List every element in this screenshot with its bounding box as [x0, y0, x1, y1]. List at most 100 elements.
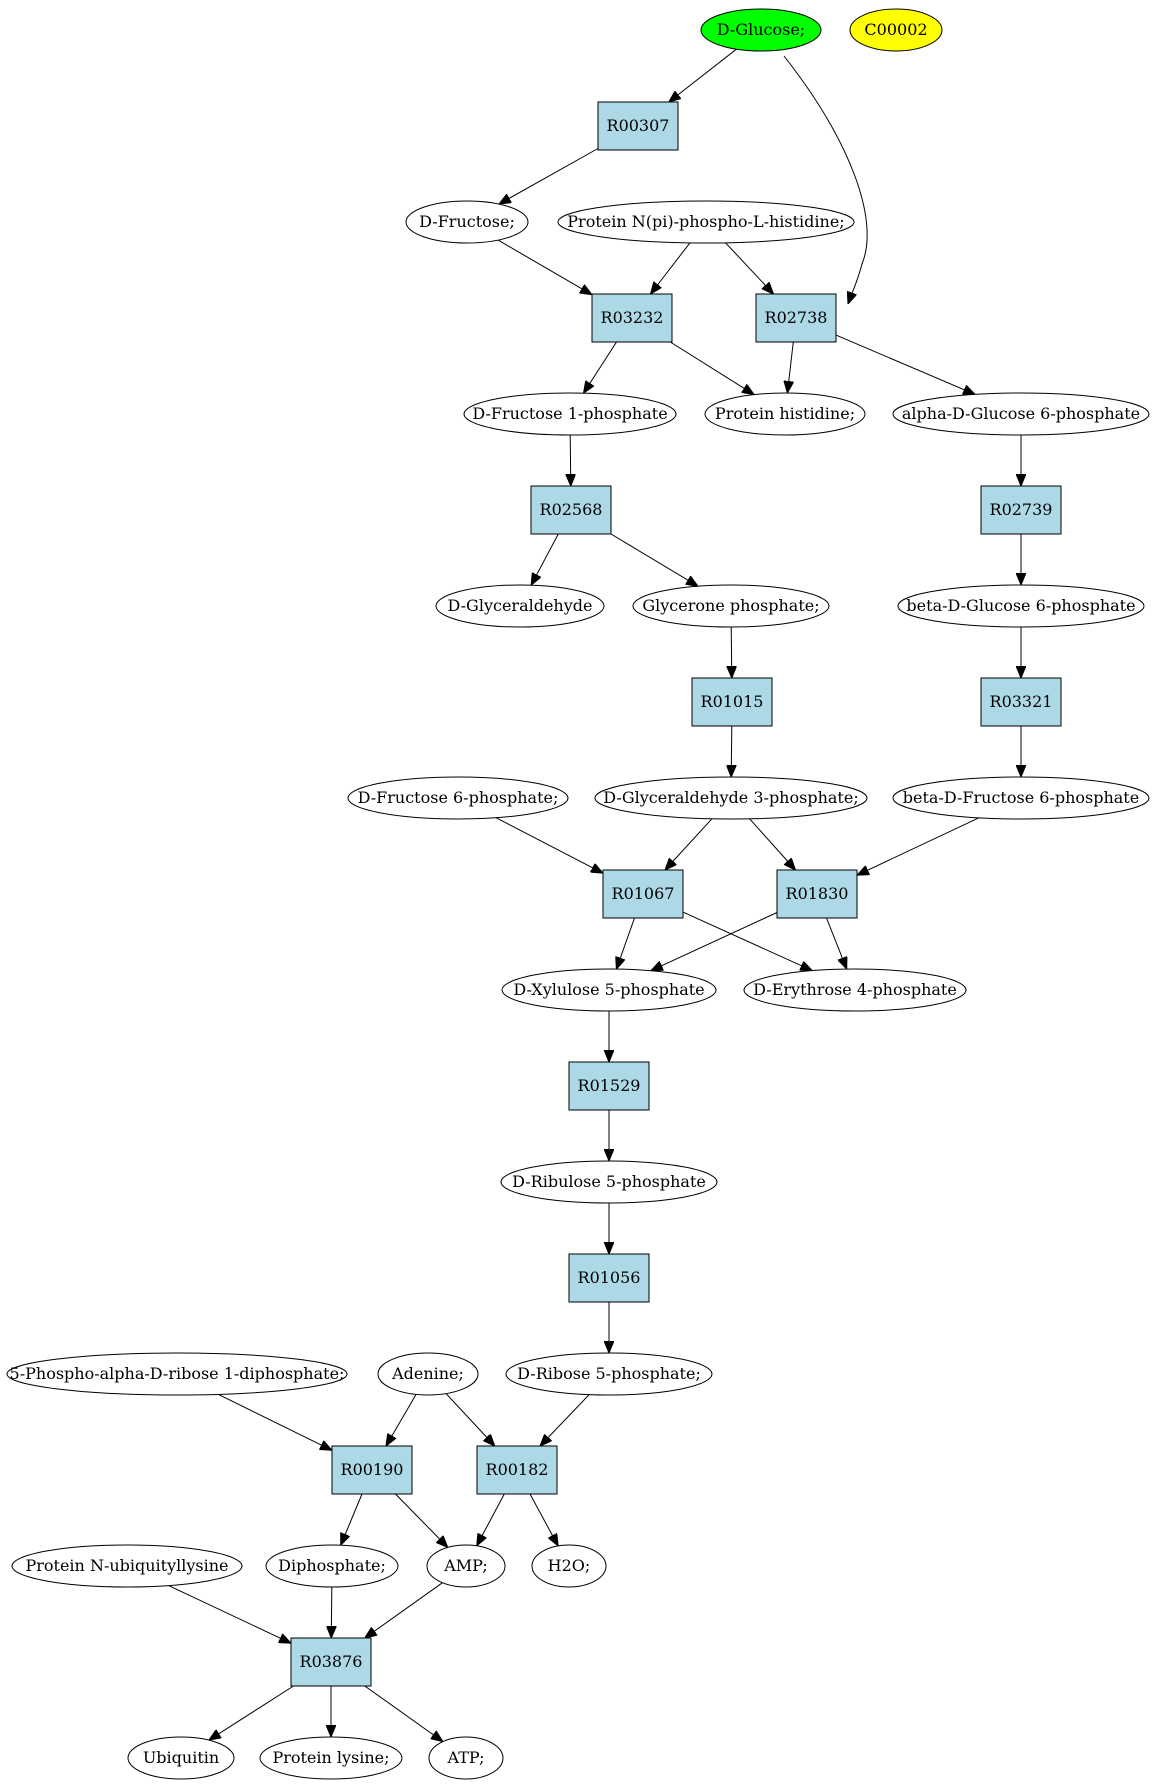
- edge-amp-to-r03876: [365, 1582, 443, 1638]
- reaction-node-r03876[interactable]: R03876: [290, 1637, 372, 1687]
- node-label: R02738: [765, 308, 828, 327]
- compound-ellipse: [463, 392, 677, 436]
- edge-glucose-to-r02738: [783, 55, 868, 304]
- edge-r00190-to-diphosphate: [341, 1493, 363, 1545]
- edge-r01067-to-xylulose5p: [616, 917, 635, 969]
- reaction-box: [776, 869, 858, 919]
- compound-ellipse: [347, 776, 569, 820]
- compound-node-protein-lysine[interactable]: Protein lysine;: [259, 1736, 403, 1780]
- reaction-node-r01067[interactable]: R01067: [602, 869, 684, 919]
- compound-node-protein-histidine[interactable]: Protein histidine;: [704, 392, 866, 436]
- reaction-box: [568, 1253, 650, 1303]
- compound-node-protein-n-ubiquityllysine[interactable]: Protein N-ubiquityllysine: [11, 1544, 243, 1588]
- compound-node-amp[interactable]: AMP;: [426, 1544, 506, 1588]
- compound-node-d-ribulose-5-phosphate[interactable]: D-Ribulose 5-phosphate: [500, 1160, 718, 1204]
- reaction-node-r00182[interactable]: R00182: [476, 1445, 558, 1495]
- compound-ellipse: [127, 1736, 235, 1780]
- reaction-node-r02568[interactable]: R02568: [530, 485, 612, 535]
- node-label: D-Glyceraldehyde: [448, 596, 593, 615]
- compound-ellipse: [557, 200, 855, 244]
- compound-node-adenine[interactable]: Adenine;: [377, 1352, 479, 1396]
- compound-ellipse: [501, 968, 717, 1012]
- reaction-node-r03232[interactable]: R03232: [591, 293, 673, 343]
- node-label: Ubiquitin: [143, 1748, 219, 1767]
- compound-node-alpha-d-glucose-6-phosphate[interactable]: alpha-D-Glucose 6-phosphate: [892, 392, 1150, 436]
- reaction-node-r03321[interactable]: R03321: [980, 677, 1062, 727]
- compound-node-ubiquitin[interactable]: Ubiquitin: [127, 1736, 235, 1780]
- reaction-box: [290, 1637, 372, 1687]
- compound-ellipse: [435, 584, 605, 628]
- node-label: Protein N-ubiquityllysine: [25, 1556, 228, 1575]
- node-label: D-Ribulose 5-phosphate: [512, 1172, 706, 1191]
- reaction-node-r01529[interactable]: R01529: [568, 1061, 650, 1111]
- node-label: Protein N(pi)-phospho-L-histidine;: [567, 212, 844, 231]
- edge-protein_nphis-to-r03232: [651, 242, 691, 294]
- node-label: D-Ribose 5-phosphate;: [517, 1364, 701, 1383]
- edge-r02568-to-glyceraldehyde: [531, 533, 559, 585]
- compound-node-beta-d-glucose-6-phosphate[interactable]: beta-D-Glucose 6-phosphate: [897, 584, 1145, 628]
- edge-fructose-to-r03232: [497, 239, 592, 295]
- reaction-box: [602, 869, 684, 919]
- reaction-node-r01056[interactable]: R01056: [568, 1253, 650, 1303]
- compound-ellipse: [743, 968, 967, 1012]
- compound-ellipse: [531, 1544, 607, 1588]
- compound-node-5-phospho-alpha-d-ribose-1-diphosphate[interactable]: 5-Phospho-alpha-D-ribose 1-diphosphate;: [6, 1352, 348, 1396]
- edge-fructose1p-to-r02568: [570, 434, 571, 486]
- compound-node-d-glucose[interactable]: D-Glucose;: [700, 8, 822, 52]
- compound-node-d-glyceraldehyde-3-phosphate[interactable]: D-Glyceraldehyde 3-phosphate;: [594, 776, 868, 820]
- edge-r03876-to-ubiquitin: [209, 1685, 294, 1740]
- edge-protein_nphis-to-r02738: [725, 242, 774, 294]
- node-label: R00182: [486, 1460, 549, 1479]
- node-label: AMP;: [443, 1556, 488, 1575]
- compound-node-d-erythrose-4-phosphate[interactable]: D-Erythrose 4-phosphate: [743, 968, 967, 1012]
- node-label: beta-D-Fructose 6-phosphate: [903, 788, 1139, 807]
- node-label: R03876: [300, 1652, 363, 1671]
- edge-r02568-to-glycerone_p: [610, 533, 698, 586]
- node-label: C00002: [864, 20, 927, 39]
- edge-r01015-to-gap: [731, 725, 732, 777]
- node-label: D-Fructose;: [419, 212, 515, 231]
- edge-r00182-to-h2o: [529, 1493, 558, 1546]
- reaction-box: [597, 101, 679, 151]
- compound-node-d-ribose-5-phosphate[interactable]: D-Ribose 5-phosphate;: [505, 1352, 713, 1396]
- reaction-box: [568, 1061, 650, 1111]
- compound-ellipse: [505, 1352, 713, 1396]
- edge-r00190-to-amp: [395, 1493, 448, 1547]
- reaction-box: [331, 1445, 413, 1495]
- reaction-node-r02739[interactable]: R02739: [980, 485, 1062, 535]
- edge-r01830-to-erythrose4p: [826, 917, 847, 969]
- edge-r02738-to-protein_his: [787, 341, 794, 393]
- reaction-node-r01830[interactable]: R01830: [776, 869, 858, 919]
- reaction-box: [476, 1445, 558, 1495]
- compound-ellipse: [259, 1736, 403, 1780]
- reaction-node-r00307[interactable]: R00307: [597, 101, 679, 151]
- reaction-node-r02738[interactable]: R02738: [755, 293, 837, 343]
- compound-node-d-xylulose-5-phosphate[interactable]: D-Xylulose 5-phosphate: [501, 968, 717, 1012]
- node-label: R03321: [990, 692, 1053, 711]
- compound-node-diphosphate[interactable]: Diphosphate;: [265, 1544, 399, 1588]
- node-label: R00190: [341, 1460, 404, 1479]
- compound-ellipse: [377, 1352, 479, 1396]
- reaction-node-r01015[interactable]: R01015: [691, 677, 773, 727]
- reaction-box: [691, 677, 773, 727]
- node-label: Protein lysine;: [272, 1748, 389, 1767]
- reaction-node-r00190[interactable]: R00190: [331, 1445, 413, 1495]
- edge-r00182-to-amp: [477, 1493, 505, 1546]
- edge-protein_ubq-to-r03876: [168, 1585, 291, 1644]
- compound-node-c00002[interactable]: C00002: [849, 8, 943, 52]
- edge-adenine-to-r00190: [386, 1394, 417, 1446]
- compound-node-d-glyceraldehyde[interactable]: D-Glyceraldehyde: [435, 584, 605, 628]
- compound-node-h2o[interactable]: H2O;: [531, 1544, 607, 1588]
- compound-node-atp[interactable]: ATP;: [428, 1736, 504, 1780]
- edge-r01067-to-erythrose4p: [682, 911, 812, 971]
- edge-glycerone_p-to-r01015: [731, 626, 732, 678]
- compound-node-protein-n-pi-phospho-l-histidine[interactable]: Protein N(pi)-phospho-L-histidine;: [557, 200, 855, 244]
- compound-node-d-fructose-1-phosphate[interactable]: D-Fructose 1-phosphate: [463, 392, 677, 436]
- compound-node-d-fructose-6-phosphate[interactable]: D-Fructose 6-phosphate;: [347, 776, 569, 820]
- compound-node-d-fructose[interactable]: D-Fructose;: [405, 200, 529, 244]
- node-label: R02568: [540, 500, 603, 519]
- compound-node-glycerone-phosphate[interactable]: Glycerone phosphate;: [632, 584, 830, 628]
- compound-node-beta-d-fructose-6-phosphate[interactable]: beta-D-Fructose 6-phosphate: [892, 776, 1150, 820]
- node-label: R01015: [701, 692, 764, 711]
